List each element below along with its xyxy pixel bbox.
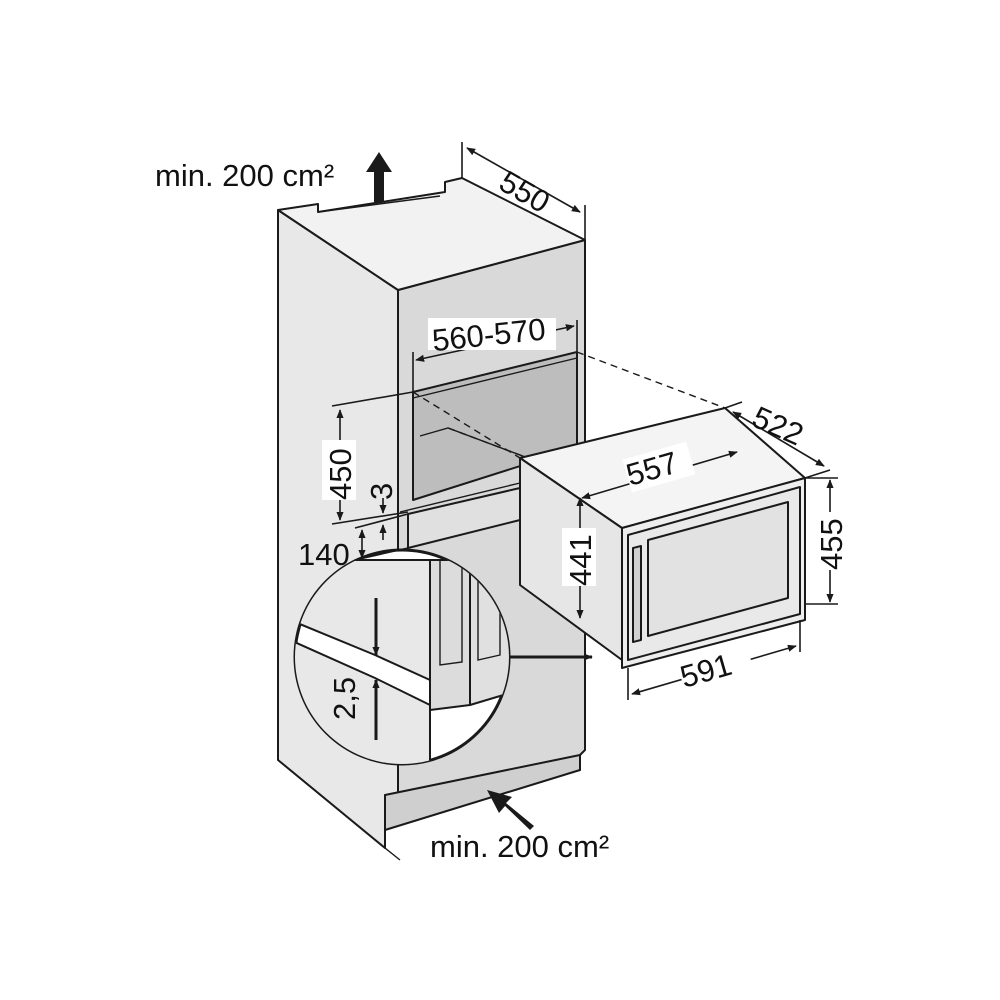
plinth-front: [384, 795, 401, 861]
label-bg-front-width: [676, 642, 756, 696]
dim-ext-niche-bottom: [331, 511, 409, 525]
dim-ext-appliance-depth-front: [804, 469, 831, 479]
detail-frame: [429, 559, 471, 711]
label-bg-body-height: [562, 528, 596, 586]
label-bg-body-width: [622, 441, 696, 493]
appliance-glass: [647, 501, 789, 637]
dim-detail-gap: 2,5: [327, 677, 362, 720]
arrow-up-icon: [366, 152, 392, 202]
dim-body-height: 441: [563, 534, 598, 586]
projection-line-2: [412, 391, 521, 459]
arrow-in-icon: [487, 790, 534, 830]
vent-top-label: min. 200 cm²: [155, 158, 334, 193]
lower-strip-edge: [399, 482, 521, 513]
dim-base-height: 140: [298, 537, 350, 572]
detail-magnifier: [293, 548, 511, 766]
dim-front-width: 591: [676, 647, 735, 695]
top-vent-slot: [317, 195, 441, 213]
dim-ext-appliance-depth-back: [724, 401, 743, 409]
niche-inner-line: [412, 357, 578, 399]
vent-bottom-label: min. 200 cm²: [430, 829, 609, 864]
dim-front-height: 455: [814, 518, 849, 570]
dim-ext-base-top: [354, 513, 409, 529]
label-bg-front-height: [814, 512, 848, 570]
dim-arrow-appliance-depth: [732, 411, 825, 467]
label-bg-niche-height: [322, 440, 356, 500]
appliance-handle: [632, 545, 642, 643]
label-bg-niche-width: [428, 318, 556, 350]
dim-arrow-cabinet-depth: [466, 147, 581, 213]
projection-line-1: [576, 351, 726, 409]
dim-gap-upper: 3: [364, 483, 399, 500]
dim-ext-niche-top: [331, 391, 414, 407]
dim-niche-height: 450: [323, 448, 358, 500]
detail-frame-inner: [439, 560, 463, 666]
